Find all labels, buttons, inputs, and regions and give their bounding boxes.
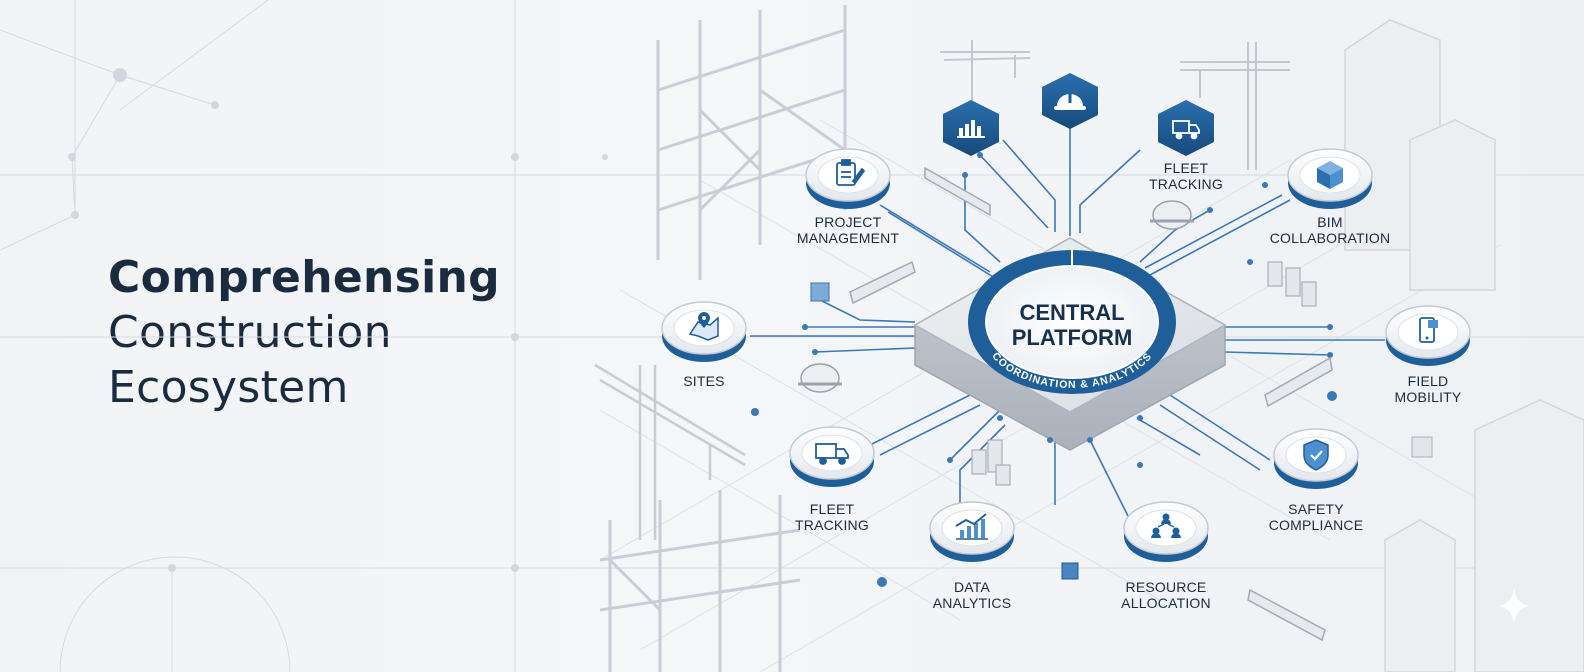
cube-icon	[1317, 161, 1343, 189]
buildings-chart-icon	[957, 120, 985, 138]
hard-hat-icon	[1054, 93, 1086, 110]
blue-cube-prop	[810, 282, 830, 302]
label-sites: SITES	[683, 373, 724, 389]
chart-icon	[955, 513, 988, 540]
hex-node-hard-hat[interactable]	[1042, 73, 1098, 129]
headline-line-2: Construction	[108, 307, 392, 358]
shield-check-icon	[1303, 439, 1329, 471]
label-resource-line-2: ALLOCATION	[1121, 595, 1211, 611]
platform-edge-dots	[997, 415, 1143, 443]
hard-hat-prop	[1150, 200, 1194, 230]
scaffold-top	[656, 5, 847, 280]
headline-line-3: Ecosystem	[108, 362, 349, 413]
center-title-line-2: PLATFORM	[1012, 325, 1133, 350]
label-field-line-2: MOBILITY	[1395, 389, 1462, 405]
node-safety-compliance[interactable]	[1273, 428, 1359, 489]
map-pin-icon	[688, 312, 719, 341]
hard-hat-prop	[798, 363, 842, 393]
props	[798, 166, 1433, 642]
level-tool-prop	[849, 166, 1333, 642]
label-fleet-line-2: TRACKING	[795, 517, 869, 533]
gray-cube-prop	[1411, 436, 1433, 458]
headline-line-1: Comprehensing	[108, 252, 500, 303]
label-safety-line-1: SAFETY	[1288, 501, 1344, 517]
connector-lines	[750, 122, 1385, 521]
scaffold-bottom	[599, 490, 801, 672]
clipboard-icon	[836, 159, 866, 186]
label-resource-line-1: RESOURCE	[1126, 579, 1207, 595]
label-safety-line-2: COMPLIANCE	[1269, 517, 1364, 533]
label-project-line-1: PROJECT	[815, 214, 882, 230]
sparkle-icon	[1498, 588, 1530, 624]
node-bim-collaboration[interactable]	[1287, 148, 1373, 209]
truck-icon	[1172, 120, 1200, 140]
center-title-line-1: CENTRAL	[1019, 300, 1124, 325]
label-bim-line-2: COLLABORATION	[1270, 230, 1391, 246]
node-sites[interactable]	[661, 301, 747, 362]
crane-top-right	[1180, 42, 1290, 170]
node-field-mobility[interactable]	[1385, 305, 1471, 366]
label-data-line-1: DATA	[954, 579, 991, 595]
truck-icon	[815, 443, 849, 465]
node-project-management[interactable]	[805, 148, 891, 209]
node-data-analytics[interactable]	[929, 501, 1015, 562]
label-bim-line-1: BIM	[1317, 214, 1343, 230]
headline: Comprehensing Construction Ecosystem	[108, 250, 500, 415]
label-fleet-line-1: FLEET	[810, 501, 855, 517]
blue-cube-prop	[1061, 562, 1079, 580]
mobile-icon	[1419, 317, 1438, 343]
connector-dots	[751, 152, 1337, 587]
blocks-prop	[971, 261, 1317, 486]
node-resource-allocation[interactable]	[1123, 501, 1209, 562]
background-nodes	[68, 68, 608, 572]
team-icon	[1151, 513, 1181, 538]
hex-label-fleet-line-2: TRACKING	[1149, 176, 1223, 192]
hex-node-buildings[interactable]	[943, 100, 999, 156]
label-data-line-2: ANALYTICS	[933, 595, 1012, 611]
label-field-line-1: FIELD	[1408, 373, 1449, 389]
crane-left	[594, 363, 746, 540]
hex-node-truck[interactable]	[1158, 100, 1214, 156]
hex-label-fleet-line-1: FLEET	[1164, 160, 1209, 176]
central-platform[interactable]: CENTRAL PLATFORM COORDINATION & ANALYTIC…	[913, 237, 1227, 451]
label-project-line-2: MANAGEMENT	[797, 230, 900, 246]
node-fleet-tracking[interactable]	[789, 426, 875, 487]
crane-top-center	[940, 40, 1031, 110]
